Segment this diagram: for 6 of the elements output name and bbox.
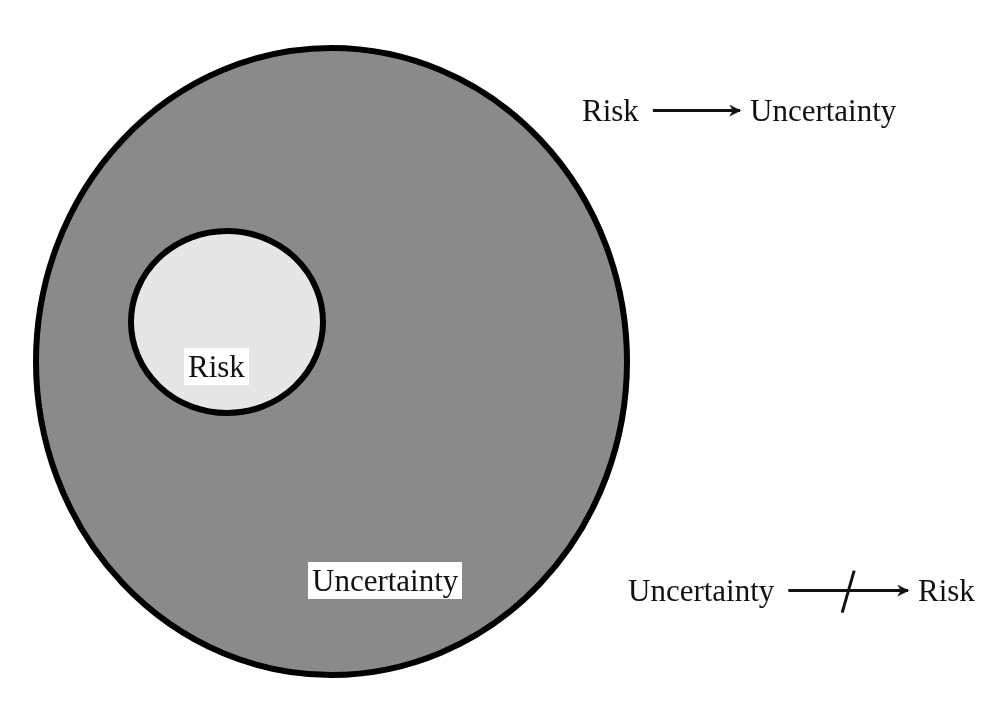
statement-term: Risk xyxy=(918,572,975,610)
statement-term: Risk xyxy=(582,92,639,130)
set-label: Uncertainty xyxy=(308,562,463,600)
statement-term: Uncertainty xyxy=(628,572,775,610)
statement-term: Uncertainty xyxy=(750,92,897,130)
set-label: Risk xyxy=(184,348,249,386)
